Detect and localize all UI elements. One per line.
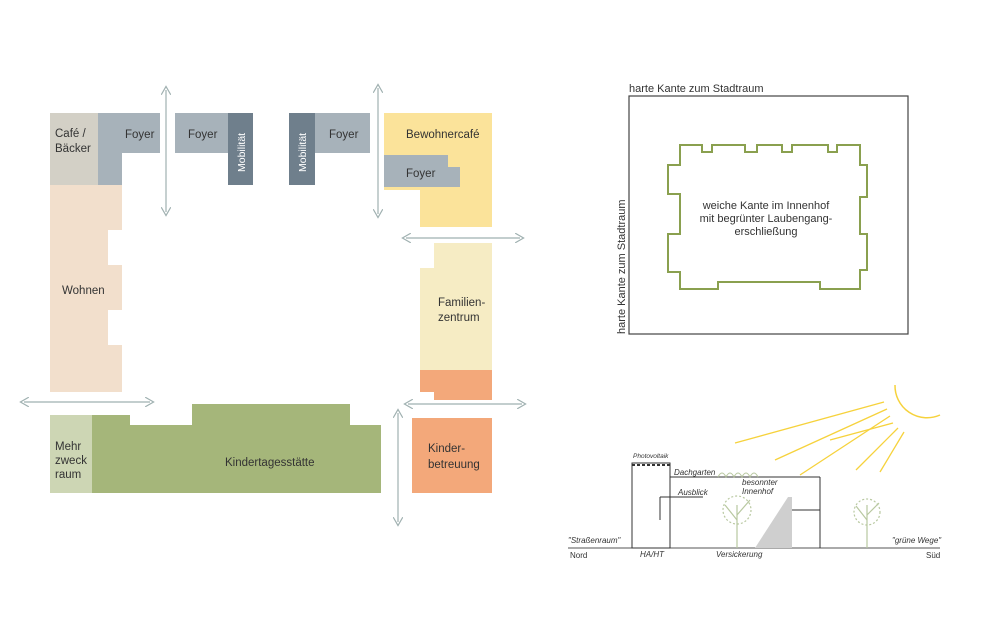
mobilitaet-block-1 — [228, 113, 253, 185]
sun-rays — [734, 401, 905, 476]
inner-label-1: weiche Kante im Innenhof — [702, 200, 831, 212]
foyer-block-4 — [384, 155, 460, 187]
concept-diagram: harte Kante zum Stadtraum harte Kante zu… — [616, 83, 909, 335]
cafe-label-1: Café / — [55, 128, 86, 140]
mobilitaet-block-2 — [289, 113, 315, 185]
foyer-block-2 — [175, 113, 228, 153]
haht-label: HA/HT — [640, 550, 665, 559]
wohnen-label: Wohnen — [62, 285, 105, 297]
gruene-wege-label: "grüne Wege" — [892, 536, 942, 545]
shaded-ramp — [755, 497, 792, 548]
inner-label-2: mit begrünter Laubengang- — [700, 213, 833, 225]
familienzentrum-label-2: zentrum — [438, 312, 480, 324]
photovoltaik-label: Photovoltaik — [633, 453, 669, 460]
sued-label: Süd — [926, 551, 940, 560]
kita-label: Kindertagesstätte — [225, 457, 315, 469]
foyer-block-1 — [98, 113, 160, 185]
outer-boundary — [628, 95, 909, 335]
foyer-label-1: Foyer — [125, 129, 155, 141]
familienzentrum-annex — [420, 370, 492, 400]
cafe-block — [50, 113, 98, 185]
courtyard-outline — [667, 144, 868, 290]
tree-icon-1 — [722, 495, 752, 548]
mobilitaet-label-2: Mobilität — [297, 133, 309, 172]
mehrzweck-label-3: raum — [55, 469, 81, 481]
mobilitaet-label-1: Mobilität — [236, 133, 248, 172]
strassenraum-label: "Straßenraum" — [568, 536, 622, 545]
foyer-label-3: Foyer — [329, 129, 359, 141]
side-edge-label: harte Kante zum Stadtraum — [616, 199, 628, 334]
floor-plan: Café / Bäcker Foyer Foyer Foyer Bewohner… — [24, 88, 522, 522]
familienzentrum-label-1: Familien- — [438, 297, 485, 309]
roof-plants — [717, 472, 759, 479]
section-diagram: Photovoltaik Dachgarten Ausblick besonnt… — [568, 384, 942, 560]
top-edge-label: harte Kante zum Stadtraum — [629, 83, 764, 95]
foyer-label-2: Foyer — [188, 129, 218, 141]
dachgarten-label: Dachgarten — [674, 468, 716, 477]
wohnen-block — [50, 185, 122, 392]
innenhof-label-2: Innenhof — [742, 487, 774, 496]
sun-icon — [894, 384, 941, 419]
tree-icon-2 — [853, 498, 881, 548]
versickerung-label: Versickerung — [716, 550, 763, 559]
building-left — [631, 462, 671, 549]
cafe-label-2: Bäcker — [55, 143, 91, 155]
inner-label-3: erschließung — [735, 226, 798, 238]
nord-label: Nord — [570, 551, 587, 560]
kita-block — [92, 404, 381, 493]
foyer-label-4: Foyer — [406, 168, 436, 180]
familienzentrum-block — [420, 243, 492, 370]
ausblick-label: Ausblick — [677, 488, 709, 497]
mehrzweck-label-1: Mehr — [55, 441, 81, 453]
bewohnercafe-label: Bewohnercafé — [406, 129, 480, 141]
kinderbetreuung-label-1: Kinder- — [428, 443, 465, 455]
access-arrows — [24, 88, 522, 522]
kinderbetreuung-block — [412, 418, 492, 493]
kinderbetreuung-label-2: betreuung — [428, 459, 480, 471]
foyer-block-3 — [315, 113, 370, 153]
mehrzweck-block — [50, 415, 92, 493]
innenhof-label-1: besonnter — [742, 478, 778, 487]
mehrzweck-label-2: zweck — [55, 455, 87, 467]
